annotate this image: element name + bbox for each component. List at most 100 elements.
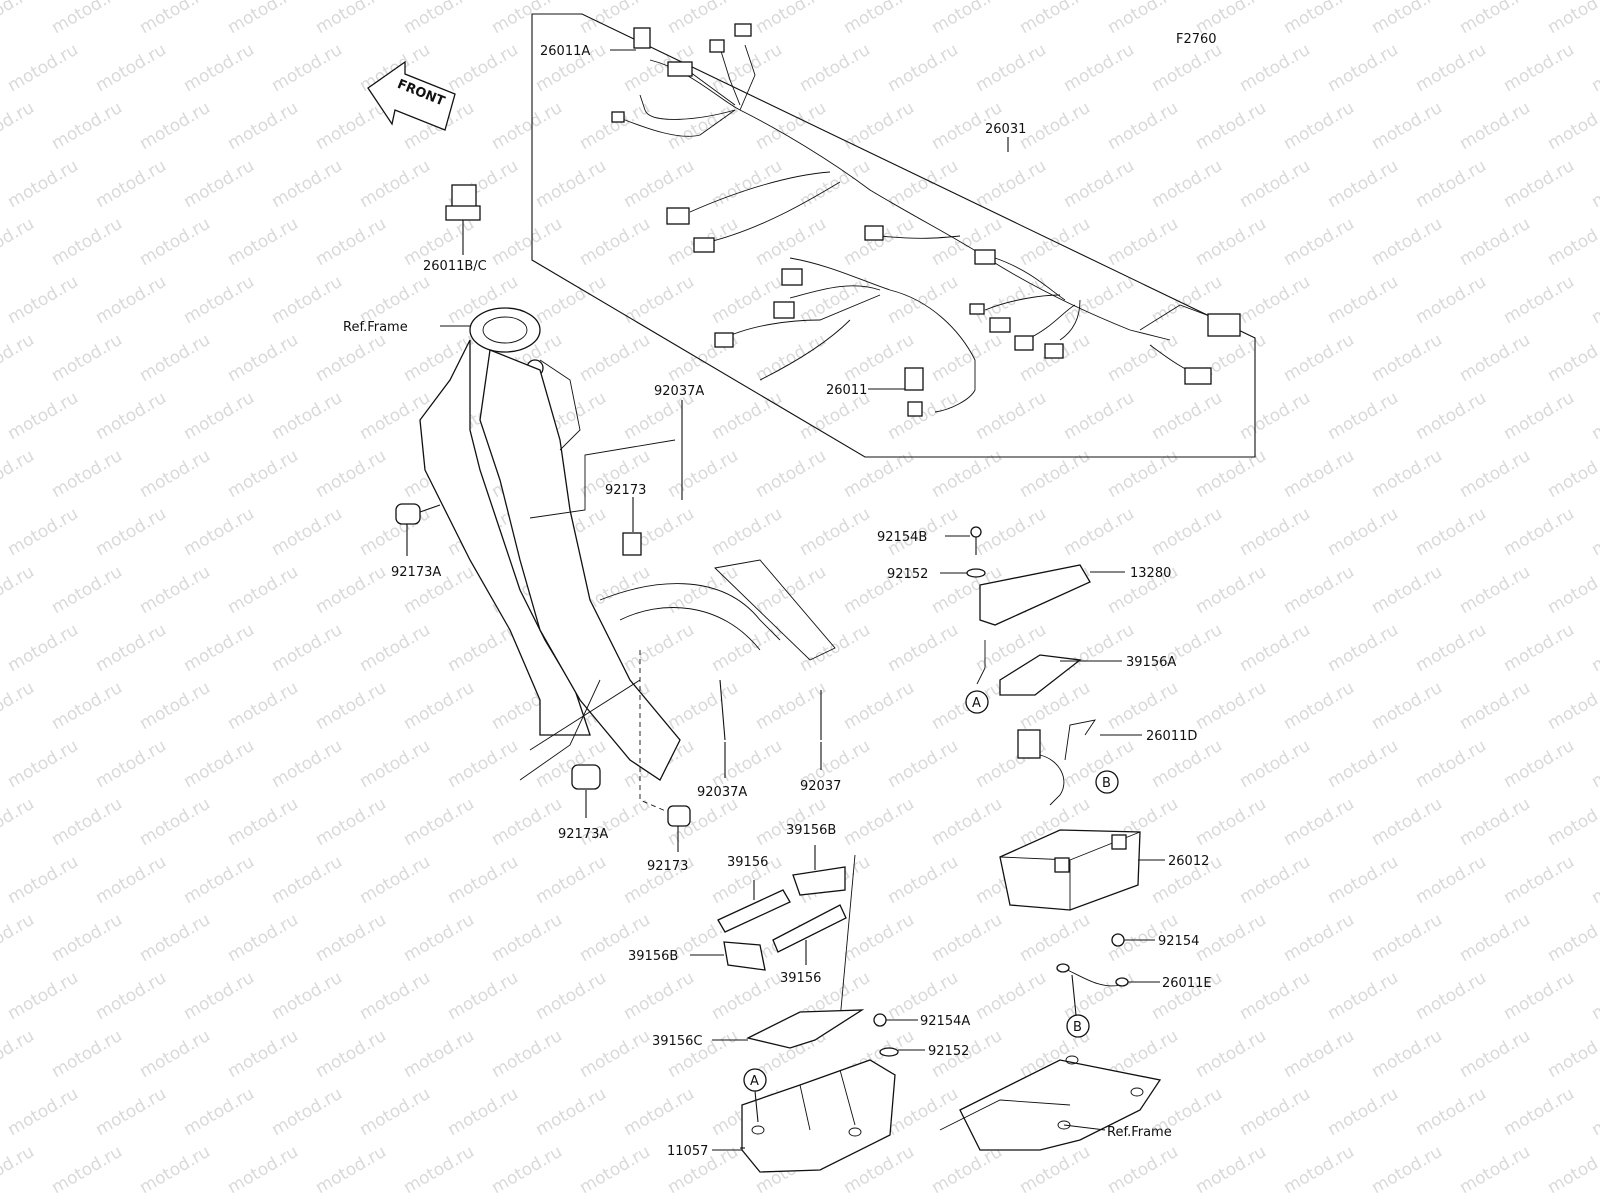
label-92037A-bottom: 92037A xyxy=(697,785,747,800)
steering-head xyxy=(469,307,541,353)
marker-b-top xyxy=(1095,770,1119,794)
label-92173A-left: 92173A xyxy=(391,565,441,580)
harness-connector xyxy=(1044,343,1064,359)
clamp-92173-top xyxy=(622,532,642,556)
cable-26011D xyxy=(1064,719,1096,761)
pad-39156-bottom xyxy=(772,904,847,953)
harness-connector xyxy=(633,27,651,49)
label-92152-bottom: 92152 xyxy=(928,1044,969,1059)
frame-rail xyxy=(714,559,836,661)
leader-line xyxy=(519,679,601,781)
harness-connector xyxy=(1207,313,1241,337)
battery-case-11057 xyxy=(712,1059,896,1173)
harness-branch xyxy=(759,319,851,381)
harness-connector xyxy=(714,332,734,348)
label-26011E: 26011E xyxy=(1162,976,1212,991)
wiring-harness-group xyxy=(531,13,1256,458)
label-marker-a-right: A xyxy=(972,696,981,711)
harness-connector xyxy=(734,23,752,37)
rear-frame-hole xyxy=(1057,1120,1071,1130)
label-marker-b-bottom: B xyxy=(1073,1020,1082,1035)
harness-connector xyxy=(773,301,795,319)
harness-connector xyxy=(1184,367,1212,385)
frame-assembly xyxy=(419,307,836,781)
harness-connector xyxy=(781,268,803,286)
label-39156A: 39156A xyxy=(1126,655,1176,670)
leader-line xyxy=(419,504,441,513)
battery-case-edge xyxy=(839,1069,856,1126)
relay-base xyxy=(445,205,481,221)
harness-connector xyxy=(611,111,625,123)
harness-connector xyxy=(974,249,996,265)
rear-frame-bottom xyxy=(939,1055,1162,1151)
clamp-92173-bottom xyxy=(667,805,691,827)
relay-part xyxy=(445,184,481,255)
label-92037A-top: 92037A xyxy=(654,384,704,399)
washer-92152 xyxy=(966,568,986,578)
cable-26011D xyxy=(1039,754,1065,806)
rear-frame-hole xyxy=(1130,1087,1144,1097)
label-ref-frame-top: Ref.Frame xyxy=(343,320,408,335)
battery-terminal xyxy=(1054,857,1070,873)
harness-connector xyxy=(693,237,715,253)
harness-connector xyxy=(989,317,1011,333)
harness-connector xyxy=(904,367,924,391)
washer-92152-bottom xyxy=(879,1047,899,1057)
label-92173-bottom: 92173 xyxy=(647,859,688,874)
battery-case-hole xyxy=(848,1127,862,1137)
harness-connector xyxy=(969,303,985,315)
bolt-92154 xyxy=(1111,933,1125,947)
label-26011D: 26011D xyxy=(1146,729,1197,744)
label-26012: 26012 xyxy=(1168,854,1209,869)
pad-39156C xyxy=(746,1009,865,1049)
label-39156C: 39156C xyxy=(652,1034,702,1049)
label-92152-top: 92152 xyxy=(887,567,928,582)
harness-branch xyxy=(789,285,881,299)
battery-case-hole xyxy=(751,1125,765,1135)
battery-edge xyxy=(1069,831,1141,861)
cable-26011D-terminal xyxy=(1017,729,1041,759)
regulator-body xyxy=(979,564,1091,626)
harness-branch xyxy=(719,47,741,106)
harness-branch xyxy=(719,294,881,341)
label-92173-top: 92173 xyxy=(605,483,646,498)
battery-terminal xyxy=(1111,834,1127,850)
label-92037: 92037 xyxy=(800,779,841,794)
harness-outline xyxy=(531,13,1256,458)
frame-rear-loop xyxy=(619,607,761,651)
leader-line xyxy=(1071,974,1077,1016)
frame-main-spar xyxy=(479,349,681,781)
label-ref-frame-bottom: Ref.Frame xyxy=(1107,1125,1172,1140)
harness-connector xyxy=(907,401,923,417)
steering-head-bore xyxy=(482,316,528,344)
label-26031: 26031 xyxy=(985,122,1026,137)
label-39156-top: 39156 xyxy=(727,855,768,870)
frame-gusset xyxy=(539,359,581,451)
clamp-92173A-left xyxy=(395,503,421,525)
cable-26011E-lug xyxy=(1056,963,1070,973)
harness-branch xyxy=(1024,304,1076,341)
front-arrow-icon: FRONT xyxy=(367,60,456,131)
relay-body xyxy=(451,184,477,208)
harness-branch xyxy=(984,294,1061,311)
clamp-92173A-bottom xyxy=(571,764,601,790)
frame-downtube xyxy=(419,339,591,736)
harness-branch xyxy=(994,257,1066,301)
pad-39156A xyxy=(999,654,1082,696)
harness-connector xyxy=(709,39,725,53)
label-marker-b-top: B xyxy=(1102,776,1111,791)
leader-line xyxy=(529,439,676,519)
label-92154A: 92154A xyxy=(920,1014,970,1029)
battery-case-edge xyxy=(799,1084,811,1131)
label-26011: 26011 xyxy=(826,383,867,398)
leader-line xyxy=(839,854,856,1021)
cable-26011E xyxy=(1062,967,1121,987)
leader-line xyxy=(1063,1124,1106,1131)
pad-39156-top xyxy=(717,889,791,933)
harness-branch xyxy=(704,181,841,244)
figure-code: F2760 xyxy=(1176,32,1217,47)
leader-line xyxy=(754,1090,759,1123)
rear-frame-plate xyxy=(959,1059,1162,1151)
label-13280: 13280 xyxy=(1130,566,1171,581)
marker-a-right xyxy=(965,690,989,714)
